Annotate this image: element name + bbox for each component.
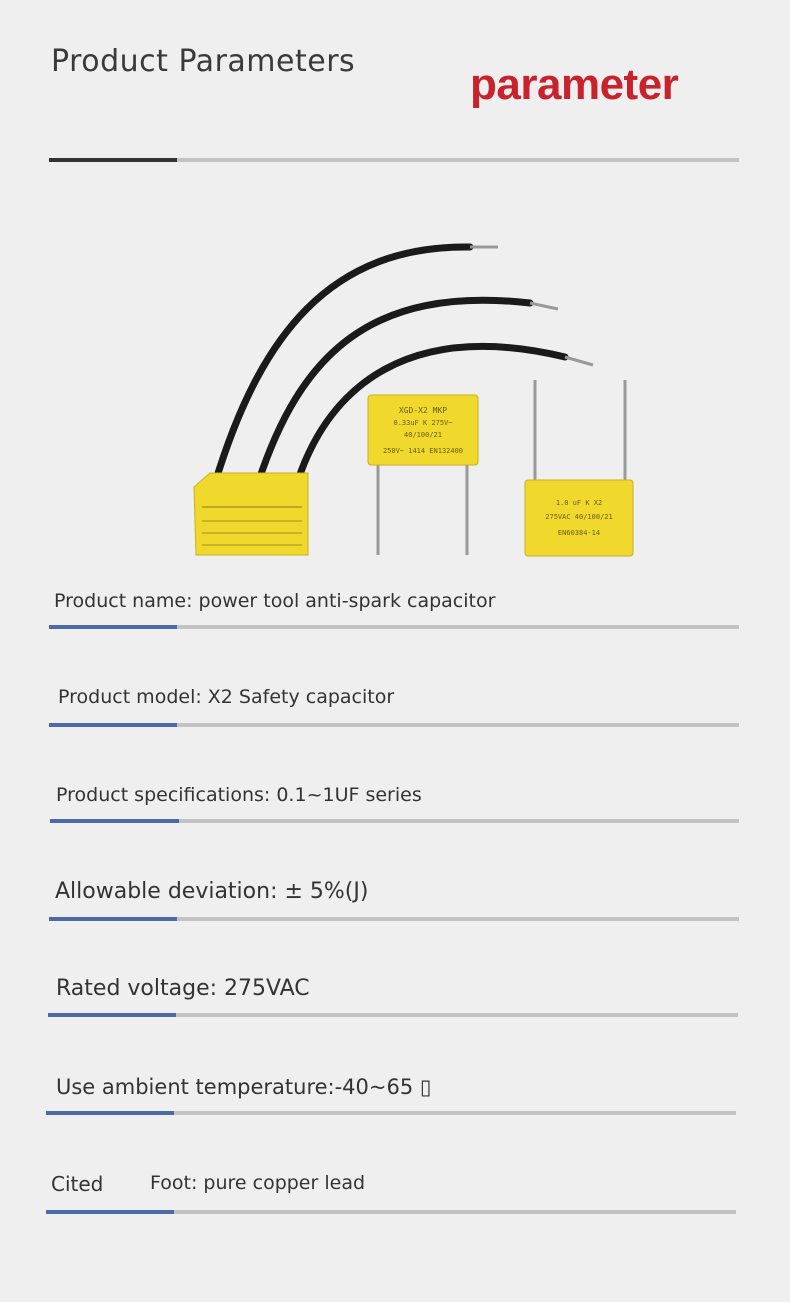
capacitor-b: XGD-X2 MKP 0.33uF K 275V~ 40/100/21 250V…	[367, 394, 479, 555]
divider-accent	[46, 1210, 174, 1214]
divider-accent	[46, 1111, 174, 1115]
param-product-specifications: Product specifications: 0.1~1UF series	[56, 784, 422, 806]
divider-accent	[48, 1013, 176, 1017]
product-photo: XGD-X2 MKP 0.33uF K 275V~ 40/100/21 250V…	[193, 243, 634, 557]
wire-2	[254, 296, 534, 487]
param-product-model: Product model: X2 Safety capacitor	[58, 686, 395, 708]
svg-text:1.0 uF K X2: 1.0 uF K X2	[556, 499, 602, 507]
divider-ambient-temperature	[46, 1111, 736, 1115]
header-divider-accent	[49, 158, 177, 162]
divider-product-name	[49, 625, 739, 629]
wire-3	[294, 342, 569, 484]
logo-word: parameter	[470, 60, 679, 109]
svg-text:40/100/21: 40/100/21	[404, 431, 442, 439]
param-lead-value: Foot: pure copper lead	[150, 1172, 366, 1194]
wire-1	[211, 243, 474, 487]
param-lead-label: Cited	[51, 1172, 104, 1196]
svg-text:0.33uF K 275V~: 0.33uF K 275V~	[393, 419, 452, 427]
param-ambient-temperature: Use ambient temperature:-40~65 ▯	[56, 1075, 432, 1099]
header-divider	[49, 158, 739, 162]
divider-accent	[49, 723, 177, 727]
svg-text:250V~ 1414 EN132400: 250V~ 1414 EN132400	[383, 447, 463, 455]
param-allowable-deviation: Allowable deviation: ± 5%(J)	[55, 879, 369, 904]
param-rated-voltage: Rated voltage: 275VAC	[56, 976, 310, 1001]
page-title: Product Parameters	[51, 44, 356, 79]
divider-accent	[50, 819, 179, 823]
param-product-name: Product name: power tool anti-spark capa…	[54, 590, 496, 612]
svg-text:XGD-X2 MKP: XGD-X2 MKP	[399, 406, 447, 415]
divider-accent	[49, 625, 177, 629]
divider-accent	[49, 917, 177, 921]
divider-product-specifications	[50, 819, 739, 823]
divider-product-model	[49, 723, 739, 727]
divider-lead	[46, 1210, 736, 1214]
capacitor-a	[193, 472, 309, 556]
divider-allowable-deviation	[49, 917, 739, 921]
divider-rated-voltage	[48, 1013, 738, 1017]
capacitor-c: 1.0 uF K X2 275VAC 40/100/21 EN60384-14	[524, 380, 634, 557]
svg-text:EN60384-14: EN60384-14	[558, 529, 600, 537]
svg-text:275VAC 40/100/21: 275VAC 40/100/21	[545, 513, 612, 521]
